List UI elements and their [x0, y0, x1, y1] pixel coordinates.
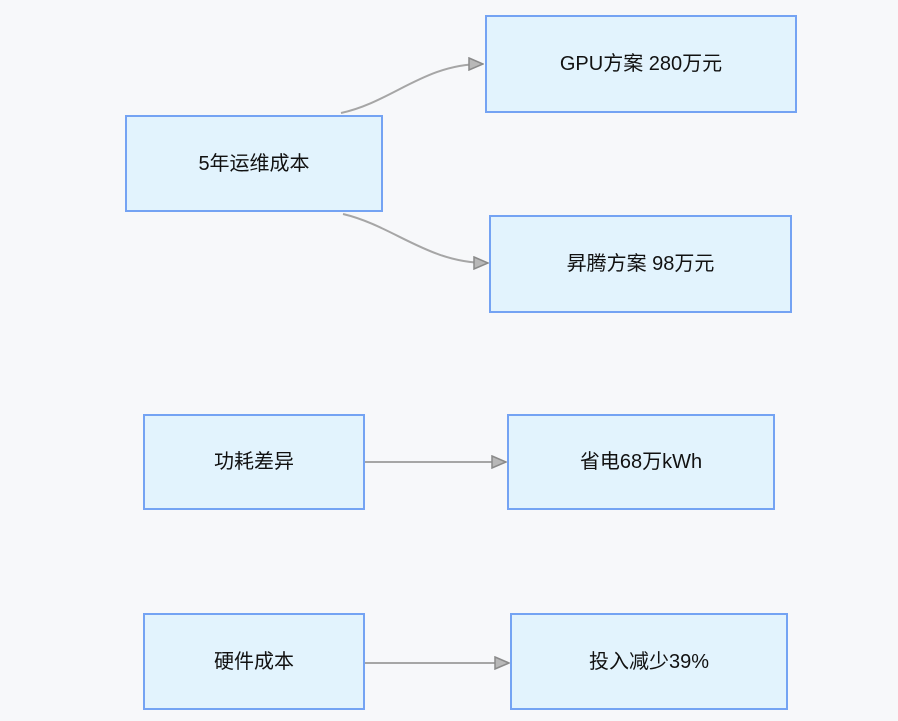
node-label: 省电68万kWh	[579, 451, 703, 473]
node-hardware-cost: 硬件成本	[143, 613, 365, 710]
node-power-diff: 功耗差异	[143, 414, 365, 510]
node-power-saving: 省电68万kWh	[507, 414, 775, 510]
node-5yr-opex-cost: 5年运维成本	[125, 115, 383, 212]
node-label: 投入减少39%	[588, 650, 710, 673]
node-ascend-plan: 昇腾方案 98万元	[489, 215, 792, 313]
node-gpu-plan: GPU方案 280万元	[485, 15, 797, 113]
node-investment-reduction: 投入减少39%	[510, 613, 788, 710]
node-label: GPU方案 280万元	[559, 53, 723, 75]
edge-cost-to-ascend	[342, 213, 487, 263]
node-label: 功耗差异	[214, 451, 294, 473]
node-label: 硬件成本	[214, 650, 294, 673]
edge-cost-to-gpu	[340, 64, 482, 114]
node-label: 昇腾方案 98万元	[566, 253, 715, 275]
node-label: 5年运维成本	[198, 152, 310, 175]
